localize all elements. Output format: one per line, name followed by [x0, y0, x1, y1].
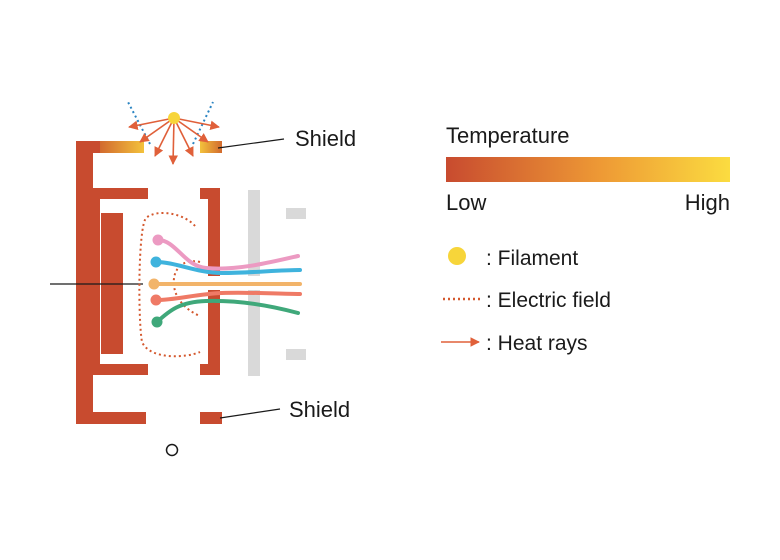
beam-green: [155, 298, 300, 324]
shield-top-left: [100, 141, 144, 153]
shield-bottom-leader: [219, 408, 281, 419]
ground-plate-top: [286, 208, 306, 219]
beam-salmon: [154, 290, 302, 302]
extraction-plates: [248, 190, 306, 376]
right-bracket-post-lower: [208, 290, 220, 375]
outer-top-bar: [76, 141, 100, 153]
outer-bottom-bar: [76, 412, 146, 424]
ion-dot-cyan: [150, 256, 162, 268]
filament-legend-label: : Filament: [486, 247, 578, 270]
ion-sources: [148, 234, 164, 328]
outer-wall-left: [76, 141, 93, 424]
heat-ray-legend-label: : Heat rays: [486, 332, 588, 355]
inner-left-post: [93, 188, 100, 374]
shield-bottom-label: Shield: [289, 397, 350, 422]
heat-emission: [127, 101, 220, 165]
electric-field-legend-label: : Electric field: [486, 289, 611, 312]
ground-plate-bottom: [286, 349, 306, 360]
right-bracket-post-upper: [208, 188, 220, 276]
extraction-plate-lower: [248, 290, 260, 376]
shield-top-label: Shield: [295, 126, 356, 151]
heat-ray-arrows: [128, 117, 220, 165]
shield-bottom-segment: [200, 412, 222, 424]
beam-cyan: [154, 260, 302, 276]
temperature-title: Temperature: [446, 123, 570, 148]
temperature-low-label: Low: [446, 190, 486, 215]
ion-dot-green: [151, 316, 163, 328]
temperature-gradient-bar: [446, 157, 730, 182]
temperature-high-label: High: [685, 190, 730, 215]
filament-legend-icon: [448, 247, 466, 265]
ion-dot-orange: [148, 278, 160, 290]
inner-upper-bar: [93, 188, 148, 199]
shield-top-right: [200, 141, 222, 153]
extraction-plate-upper: [248, 190, 260, 276]
filament-dot: [168, 112, 180, 124]
beam-pink: [156, 238, 300, 271]
ion-dot-salmon: [150, 294, 162, 306]
ion-dot-pink: [152, 234, 164, 246]
ion-beams: [152, 238, 302, 324]
port-circle: [165, 443, 179, 457]
right-bracket-bottom: [200, 364, 220, 375]
inner-lower-bar: [93, 364, 148, 375]
shield-top-leader: [217, 138, 285, 149]
legend: Temperature Low High : Filament : Electr…: [441, 123, 730, 355]
